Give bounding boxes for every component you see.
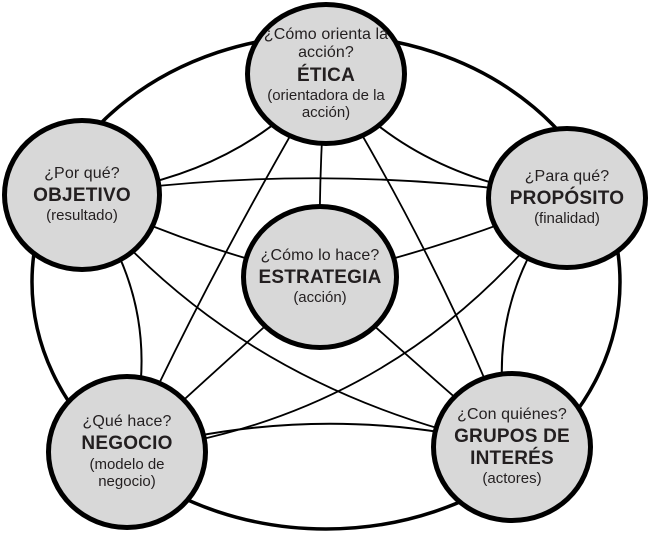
node-proposito: ¿Para qué? PROPÓSITO (finalidad): [486, 126, 648, 270]
node-negocio-question: ¿Qué hace?: [82, 413, 172, 431]
node-negocio-subtitle: (modelo de negocio): [89, 455, 165, 490]
node-estrategia: ¿Cómo lo hace? ESTRATEGIA (acción): [241, 204, 399, 350]
node-estrategia-subtitle: (acción): [293, 289, 347, 307]
node-proposito-subtitle: (finalidad): [534, 210, 600, 228]
node-grupos-subtitle: (actores): [482, 469, 542, 487]
node-estrategia-question: ¿Cómo lo hace?: [260, 246, 380, 264]
node-etica-title: ÉTICA: [297, 64, 355, 86]
node-objetivo-title: OBJETIVO: [33, 184, 131, 206]
node-negocio-title: NEGOCIO: [81, 433, 173, 455]
node-estrategia-title: ESTRATEGIA: [258, 266, 382, 288]
node-objetivo: ¿Por qué? OBJETIVO (resultado): [2, 118, 162, 272]
node-proposito-title: PROPÓSITO: [509, 187, 625, 209]
node-grupos-title: GRUPOS DE INTERÉS: [454, 426, 570, 469]
node-objetivo-subtitle: (resultado): [46, 207, 118, 225]
node-objetivo-question: ¿Por qué?: [44, 164, 120, 182]
node-grupos-de-interes: ¿Con quiénes? GRUPOS DE INTERÉS (actores…: [431, 371, 593, 523]
node-negocio: ¿Qué hace? NEGOCIO (modelo de negocio): [46, 374, 208, 530]
node-grupos-question: ¿Con quiénes?: [457, 406, 567, 424]
node-etica-question: ¿Cómo orienta la acción?: [263, 26, 389, 62]
node-etica-subtitle: (orientadora de la acción): [267, 86, 385, 121]
node-proposito-question: ¿Para qué?: [524, 167, 610, 185]
node-etica: ¿Cómo orienta la acción? ÉTICA (orientad…: [245, 2, 407, 146]
